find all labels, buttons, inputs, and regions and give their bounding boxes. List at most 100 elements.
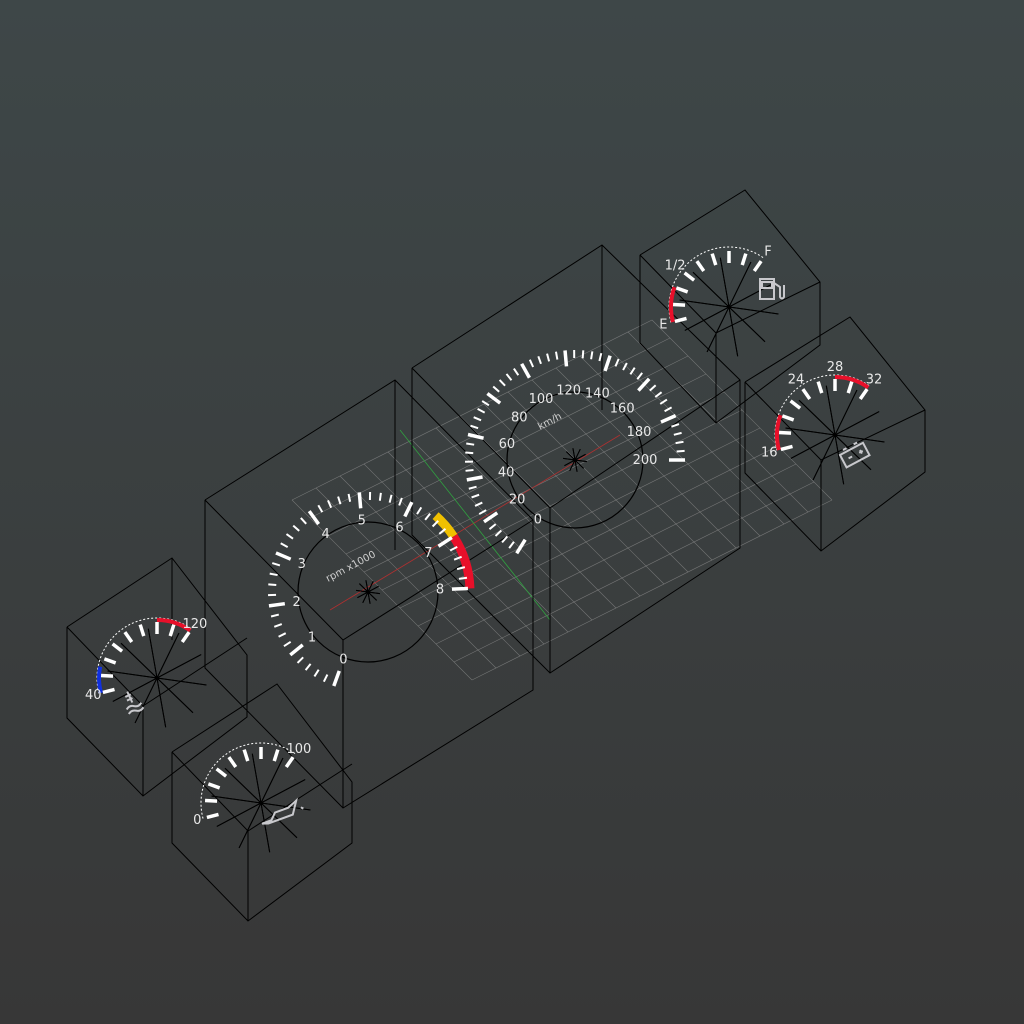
minor-tick bbox=[271, 562, 281, 567]
scale-label: 120 bbox=[182, 617, 207, 632]
grid-line bbox=[345, 373, 707, 555]
minor-tick bbox=[322, 674, 329, 683]
minor-tick bbox=[546, 353, 551, 362]
major-tick bbox=[683, 271, 696, 282]
minor-tick bbox=[453, 555, 462, 561]
minor-tick bbox=[416, 506, 423, 515]
minor-tick bbox=[465, 469, 474, 472]
minor-tick bbox=[508, 541, 515, 549]
minor-tick bbox=[471, 493, 480, 499]
color-band bbox=[156, 618, 192, 633]
minor-tick bbox=[481, 400, 490, 407]
major-tick bbox=[403, 501, 414, 518]
minor-tick bbox=[501, 535, 509, 544]
major-tick bbox=[275, 551, 292, 561]
grid-line bbox=[435, 463, 797, 645]
minor-tick bbox=[388, 494, 393, 503]
minor-tick bbox=[537, 355, 542, 365]
minor-tick bbox=[614, 358, 620, 367]
major-tick bbox=[789, 399, 802, 410]
minor-tick bbox=[671, 423, 680, 428]
minor-tick bbox=[280, 542, 289, 548]
major-tick bbox=[816, 381, 824, 394]
color-band bbox=[97, 666, 103, 694]
minor-tick bbox=[398, 497, 403, 506]
minor-tick bbox=[466, 442, 475, 446]
scale-label: 140 bbox=[585, 387, 610, 402]
minor-tick bbox=[449, 546, 458, 552]
minor-tick bbox=[477, 408, 486, 414]
x-axis-line bbox=[329, 434, 621, 611]
scale-label: E bbox=[659, 318, 667, 333]
major-tick bbox=[483, 511, 499, 524]
dial-arc bbox=[96, 617, 192, 694]
scale-label: 1/2 bbox=[665, 259, 686, 274]
major-tick bbox=[207, 782, 221, 790]
minor-tick bbox=[581, 350, 585, 359]
minor-tick bbox=[378, 492, 382, 501]
minor-tick bbox=[505, 373, 513, 381]
major-tick bbox=[740, 253, 748, 266]
minor-tick bbox=[590, 351, 594, 360]
coolant-temp-gauge: 40 120 bbox=[85, 617, 207, 728]
scale-label: 100 bbox=[529, 392, 554, 407]
major-tick bbox=[710, 253, 718, 266]
scale-label: 8 bbox=[436, 582, 444, 597]
scale-label: 2 bbox=[293, 595, 301, 610]
minor-tick bbox=[654, 391, 663, 398]
color-band bbox=[775, 414, 783, 451]
box-edge bbox=[204, 379, 534, 809]
major-tick bbox=[307, 510, 321, 526]
major-tick bbox=[268, 601, 286, 608]
minor-tick bbox=[285, 533, 294, 540]
major-tick bbox=[180, 631, 191, 643]
minor-tick bbox=[554, 351, 559, 360]
major-tick bbox=[289, 643, 304, 657]
minor-tick bbox=[659, 398, 668, 405]
y-axis-line bbox=[399, 429, 551, 621]
needle-pivot bbox=[366, 590, 370, 594]
scale-label: 0 bbox=[193, 813, 201, 828]
minor-tick bbox=[676, 449, 685, 453]
color-band bbox=[449, 533, 475, 589]
needle-pivot bbox=[259, 801, 263, 805]
minor-tick bbox=[327, 499, 333, 509]
scale-label: 120 bbox=[556, 383, 581, 398]
major-tick bbox=[284, 756, 295, 768]
major-tick bbox=[466, 475, 483, 482]
scale-label: 16 bbox=[761, 446, 778, 461]
minor-tick bbox=[474, 501, 483, 507]
grid-line bbox=[417, 445, 779, 627]
minor-tick bbox=[456, 566, 466, 571]
scale-label: 4 bbox=[322, 527, 330, 542]
grid-line bbox=[453, 481, 815, 663]
major-tick bbox=[674, 316, 687, 324]
minor-tick bbox=[300, 517, 307, 525]
minor-tick bbox=[268, 583, 277, 586]
minor-tick bbox=[468, 485, 477, 490]
major-tick bbox=[138, 624, 146, 637]
floor-grid bbox=[291, 319, 833, 681]
scale-label: 28 bbox=[827, 360, 844, 375]
minor-tick bbox=[478, 509, 487, 515]
dial-circle bbox=[297, 521, 439, 663]
major-tick bbox=[846, 381, 854, 394]
box-edge bbox=[171, 683, 353, 922]
major-tick bbox=[272, 749, 280, 762]
minor-tick bbox=[270, 613, 280, 618]
major-tick bbox=[467, 432, 484, 440]
fuel-gauge: E1/2F bbox=[659, 244, 779, 357]
battery-icon bbox=[838, 441, 871, 469]
major-tick bbox=[204, 798, 218, 803]
minor-tick bbox=[675, 440, 684, 445]
major-tick bbox=[603, 355, 612, 372]
minor-tick bbox=[636, 372, 643, 380]
scale-label: 80 bbox=[511, 411, 528, 426]
major-tick bbox=[215, 767, 228, 778]
color-band bbox=[834, 375, 870, 390]
minor-tick bbox=[470, 424, 479, 430]
minor-tick bbox=[649, 384, 657, 392]
scale-label: 40 bbox=[85, 688, 102, 703]
